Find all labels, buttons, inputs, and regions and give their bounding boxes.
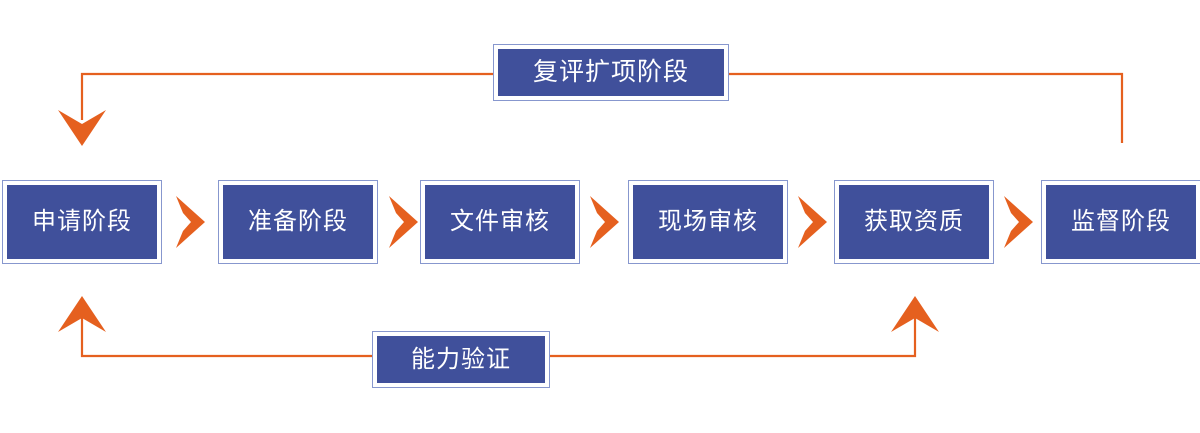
top-stage-box-label: 复评扩项阶段 [532,58,689,86]
chevron-arrow-4 [798,196,827,248]
stage-box-supervision[interactable]: 监督阶段 [1041,180,1200,264]
chevron-arrow-5 [1004,196,1033,248]
chevron-arrow-3 [590,196,619,248]
stage-box-preparation-fill: 准备阶段 [223,185,373,259]
stage-box-onsite-review-label: 现场审核 [658,208,758,235]
arrowhead-up-right [891,296,939,332]
stage-box-qualification[interactable]: 获取资质 [834,180,994,264]
bottom-stage-box-fill: 能力验证 [377,336,545,383]
stage-box-onsite-review[interactable]: 现场审核 [628,180,788,264]
bottom-stage-box-label: 能力验证 [411,345,511,373]
stage-box-qualification-fill: 获取资质 [839,185,989,259]
stage-box-application-label: 申请阶段 [32,208,132,235]
stage-box-document-review-label: 文件审核 [450,208,550,235]
chevron-arrow-2 [389,196,418,248]
stage-box-onsite-review-fill: 现场审核 [633,185,783,259]
stage-box-document-review[interactable]: 文件审核 [420,180,580,264]
stage-box-preparation-label: 准备阶段 [248,208,348,235]
stage-box-supervision-label: 监督阶段 [1071,208,1171,235]
stage-box-preparation[interactable]: 准备阶段 [218,180,378,264]
top-stage-box[interactable]: 复评扩项阶段 [493,44,729,101]
top-stage-box-fill: 复评扩项阶段 [498,49,724,96]
arrowhead-down-left [58,110,106,146]
stage-box-application-fill: 申请阶段 [7,185,157,259]
arrowhead-up-left [58,296,106,332]
bottom-stage-box[interactable]: 能力验证 [372,331,550,388]
stage-box-document-review-fill: 文件审核 [425,185,575,259]
stage-box-application[interactable]: 申请阶段 [2,180,162,264]
chevron-arrow-1 [176,196,205,248]
stage-box-qualification-label: 获取资质 [864,208,964,235]
stage-box-supervision-fill: 监督阶段 [1046,185,1196,259]
